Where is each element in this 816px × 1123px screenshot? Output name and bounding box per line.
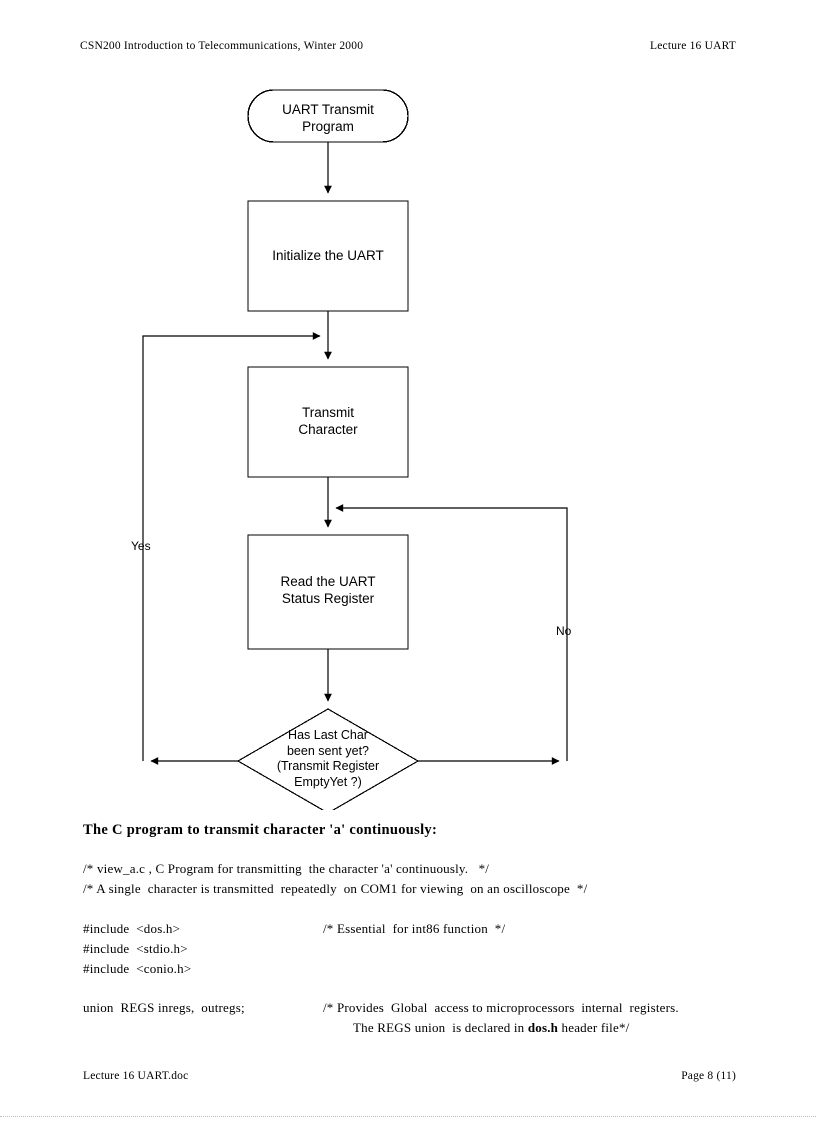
footer-filename: Lecture 16 UART.doc	[83, 1070, 189, 1082]
node-label-transmit: Transmit Character	[298, 405, 358, 437]
page-bottom-edge	[0, 1115, 816, 1117]
union-comment-pre: The REGS union is declared in	[353, 1020, 528, 1035]
edge-label-no: No	[556, 624, 572, 638]
code-union-comment-line-1: /* Provides Global access to microproces…	[323, 1000, 679, 1015]
code-comment-line-1: /* view_a.c , C Program for transmitting…	[83, 861, 490, 876]
union-comment-post: header file*/	[558, 1020, 630, 1035]
code-include-dos-comment: /* Essential for int86 function */	[323, 921, 506, 936]
code-include-conio: #include <conio.h>	[83, 961, 192, 976]
code-comment-line-2: /* A single character is transmitted rep…	[83, 881, 588, 896]
running-header: CSN200 Introduction to Telecommunication…	[80, 40, 736, 56]
code-union-comment-line-2: The REGS union is declared in dos.h head…	[353, 1020, 629, 1036]
union-comment-header-name: dos.h	[527, 1020, 559, 1035]
shape-decision-diamond	[236, 708, 420, 810]
node-label-read-status: Read the UART Status Register	[280, 574, 376, 606]
edge-label-yes: Yes	[131, 539, 151, 553]
shape-initialize-box	[247, 200, 409, 312]
shape-transmit-box	[247, 366, 409, 478]
shape-read-status-box	[247, 534, 409, 650]
node-label-decision: Has Last Char been sent yet? (Transmit R…	[276, 728, 380, 789]
node-label-start: UART Transmit Program	[282, 102, 374, 134]
code-include-dos: #include <dos.h>	[83, 921, 181, 936]
code-union-declaration: union REGS inregs, outregs;	[83, 1000, 245, 1015]
uart-transmit-flowchart: UART Transmit Program Initialize the UAR…	[131, 89, 572, 810]
code-include-stdio: #include <stdio.h>	[83, 941, 188, 956]
header-course-title: CSN200 Introduction to Telecommunication…	[80, 40, 364, 52]
section-heading: The C program to transmit character 'a' …	[83, 822, 438, 838]
flowchart-graphics	[142, 89, 568, 810]
node-label-initialize: Initialize the UART	[272, 248, 384, 263]
edge-yes-feedback	[142, 332, 321, 761]
running-footer: Lecture 16 UART.doc Page 8 (11)	[83, 1070, 736, 1086]
footer-page-number: Page 8 (11)	[681, 1070, 736, 1082]
header-lecture-title: Lecture 16 UART	[650, 40, 736, 52]
edge-no-feedback	[335, 504, 568, 761]
